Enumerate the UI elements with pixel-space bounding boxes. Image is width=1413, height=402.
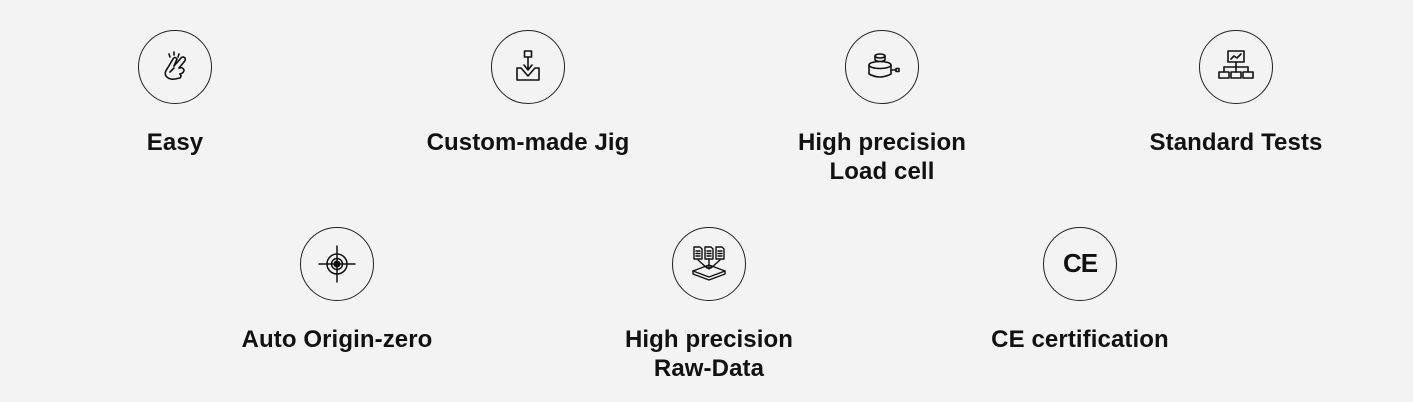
ce-mark-icon: CE [1043, 227, 1117, 301]
feature-label: Easy [146, 129, 204, 156]
raw-data-icon [672, 227, 746, 301]
feature-load-cell: High precision Load cell [752, 30, 1012, 186]
feature-raw-data: High precision Raw-Data [579, 227, 839, 383]
feature-label: High precision Load cell [797, 129, 967, 185]
jig-icon [491, 30, 565, 104]
feature-standard-tests: Standard Tests [1106, 30, 1366, 157]
feature-easy: Easy [45, 30, 305, 157]
feature-label: Standard Tests [1149, 129, 1323, 156]
feature-label: Custom-made Jig [426, 129, 630, 156]
crosshair-icon [300, 227, 374, 301]
feature-label: CE certification [991, 326, 1169, 353]
feature-label: High precision Raw-Data [624, 326, 794, 382]
feature-custom-made-jig: Custom-made Jig [398, 30, 658, 157]
finger-snap-icon [138, 30, 212, 104]
feature-label: Auto Origin-zero [241, 326, 433, 353]
ce-mark-text: CE [1063, 248, 1098, 278]
feature-ce-certification: CE CE certification [950, 227, 1210, 354]
org-chart-icon [1199, 30, 1273, 104]
feature-auto-origin-zero: Auto Origin-zero [207, 227, 467, 354]
load-cell-icon [845, 30, 919, 104]
